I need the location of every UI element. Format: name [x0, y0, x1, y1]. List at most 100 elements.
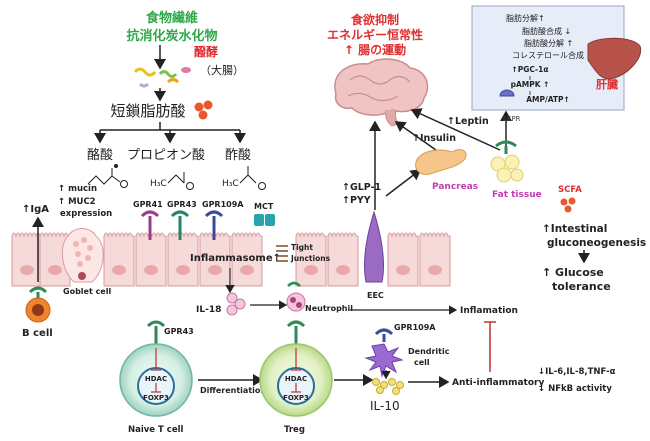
treg-label: Treg [284, 425, 305, 435]
scfa-right-molecules-icon [560, 197, 576, 213]
cell-nucleus [20, 265, 34, 275]
goblet-cell-icon [61, 228, 104, 283]
gpr109a-immune-label: GPR109A [394, 323, 436, 332]
svg-text:H₃C: H₃C [222, 179, 239, 189]
naive-t-cell-icon [119, 320, 193, 417]
anti-inflammatory-label: Anti-inflammatory [452, 378, 544, 388]
tight-label: Tight [291, 243, 313, 252]
propionate-label: プロピオン酸 [127, 148, 205, 163]
mct-label: MCT [254, 202, 274, 211]
liver-icon [587, 37, 642, 80]
mct-transporter-icon [254, 214, 275, 226]
gpr43-immune-label: GPR43 [164, 327, 194, 336]
hdac-naive-label: HDAC [145, 375, 167, 383]
liver-line-3: 脂肪酸分解 ↑ [524, 38, 573, 48]
acetate-structure-icon: H₃C [222, 166, 266, 190]
glucose-line-1: ↑ Glucose [542, 266, 604, 279]
leptin-label: ↑Leptin [447, 116, 489, 127]
muc2-label-2: expression [60, 209, 112, 219]
gpr43-gut-label: GPR43 [167, 200, 197, 209]
b-cell-icon [25, 286, 51, 323]
pyy-label: ↑PYY [342, 195, 371, 206]
cell-nucleus [144, 265, 158, 275]
epithelial-cell [167, 232, 199, 287]
cell-nucleus [240, 265, 254, 275]
epithelial-cell [103, 232, 135, 287]
scfa-molecules-icon [194, 100, 213, 120]
lepr-receptor-icon [499, 89, 515, 97]
inflammation-label: Inflamation [460, 306, 518, 316]
appetite-label: 食欲抑制 [350, 12, 399, 27]
il10-molecule-icon [372, 378, 404, 395]
treg-cell-icon [259, 320, 333, 417]
liver-line-4: コレステロール合成 ↑ [512, 50, 593, 60]
naive-t-cell-label: Naive T cell [128, 425, 184, 435]
scfa-label: 短鎖脂肪酸 [110, 102, 185, 120]
pampk-label: pAMPK ↑ [511, 80, 550, 89]
epithelium-layer [11, 232, 451, 287]
epithelial-cell [387, 232, 419, 287]
liver-line-2: 脂肪酸合成 ↓ [522, 26, 571, 36]
motility-label: ↑ 腸の運動 [344, 42, 406, 57]
b-cell-label: B cell [22, 328, 53, 339]
glucose-line-2: tolerance [552, 280, 611, 293]
cell-nucleus [336, 265, 350, 275]
arrow-eec-to-pancreas [385, 169, 422, 197]
hdac-treg-label: HDAC [285, 375, 307, 383]
epithelial-cell [295, 232, 327, 287]
cell-nucleus [396, 265, 410, 275]
eec-label: EEC [367, 291, 384, 300]
cell-nucleus [304, 265, 318, 275]
cell-nucleus [208, 265, 222, 275]
differentiation-label: Differentiation [200, 386, 266, 395]
iga-label: ↑IgA [22, 204, 49, 215]
ampatp-label: AMP/ATP↑ [526, 95, 570, 104]
inflammasome-label: Inflammasome↑ [190, 253, 281, 264]
epithelial-cell [231, 232, 263, 287]
fat-tissue-icon [490, 140, 524, 183]
lepr-label: LEPR [503, 115, 521, 123]
goblet-cell-label: Goblet cell [63, 287, 111, 296]
eec-cell-icon [363, 210, 385, 283]
liver-label: 肝臓 [596, 77, 618, 91]
pancreas-label: Pancreas [432, 182, 478, 192]
epithelial-cell [135, 232, 167, 287]
il18-molecule-icon [226, 292, 246, 316]
fermentation-label: 醱酵 [194, 44, 218, 59]
cell-nucleus [48, 265, 62, 275]
gpr43-receptor-icon [170, 210, 190, 240]
il18-label: IL-18 [196, 305, 221, 315]
scfa-branch-lines [94, 122, 246, 144]
foxp3-treg-label: FOXP3 [283, 394, 309, 402]
arrow-fat-to-brain [410, 108, 501, 151]
dendritic-cell-icon [364, 328, 404, 378]
epithelial-cell [419, 232, 451, 287]
butyrate-label: 酪酸 [87, 147, 113, 163]
tight-junction-icon [276, 245, 288, 262]
foxp3-naive-label: FOXP3 [143, 394, 169, 402]
gpr41-receptor-icon [140, 210, 160, 240]
fiber-label: 食物繊維 [146, 10, 198, 26]
cell-nucleus [176, 265, 190, 275]
gpr109a-gut-label: GPR109A [202, 200, 244, 209]
liver-line-1: 脂肪分解↑ [506, 13, 545, 23]
resistant-carb-label: 抗消化炭水化物 [126, 28, 217, 44]
pgc1a-label: ↑PGC-1α [511, 65, 548, 74]
svg-text:H₃C: H₃C [150, 179, 167, 189]
dendritic-label-1: Dendritic [408, 347, 450, 356]
epithelial-cell [327, 232, 359, 287]
insulin-label: ↑Insulin [412, 133, 456, 144]
pancreas-icon [415, 149, 467, 175]
neutrophil-icon [286, 281, 306, 312]
epithelial-cell [11, 232, 43, 287]
dendritic-label-2: cell [414, 358, 430, 367]
fat-tissue-label: Fat tissue [492, 190, 542, 200]
brain-icon [334, 58, 429, 127]
colon-label: （大腸） [200, 63, 244, 77]
butyrate-structure-icon [87, 164, 128, 188]
cell-nucleus [428, 265, 442, 275]
gpr109a-receptor-icon [204, 210, 224, 240]
neutrophil-label: Neutrophil [305, 304, 353, 313]
propionate-structure-icon: H₃C [150, 172, 194, 190]
gluconeo-line-2: gluconeogenesis [547, 237, 646, 249]
